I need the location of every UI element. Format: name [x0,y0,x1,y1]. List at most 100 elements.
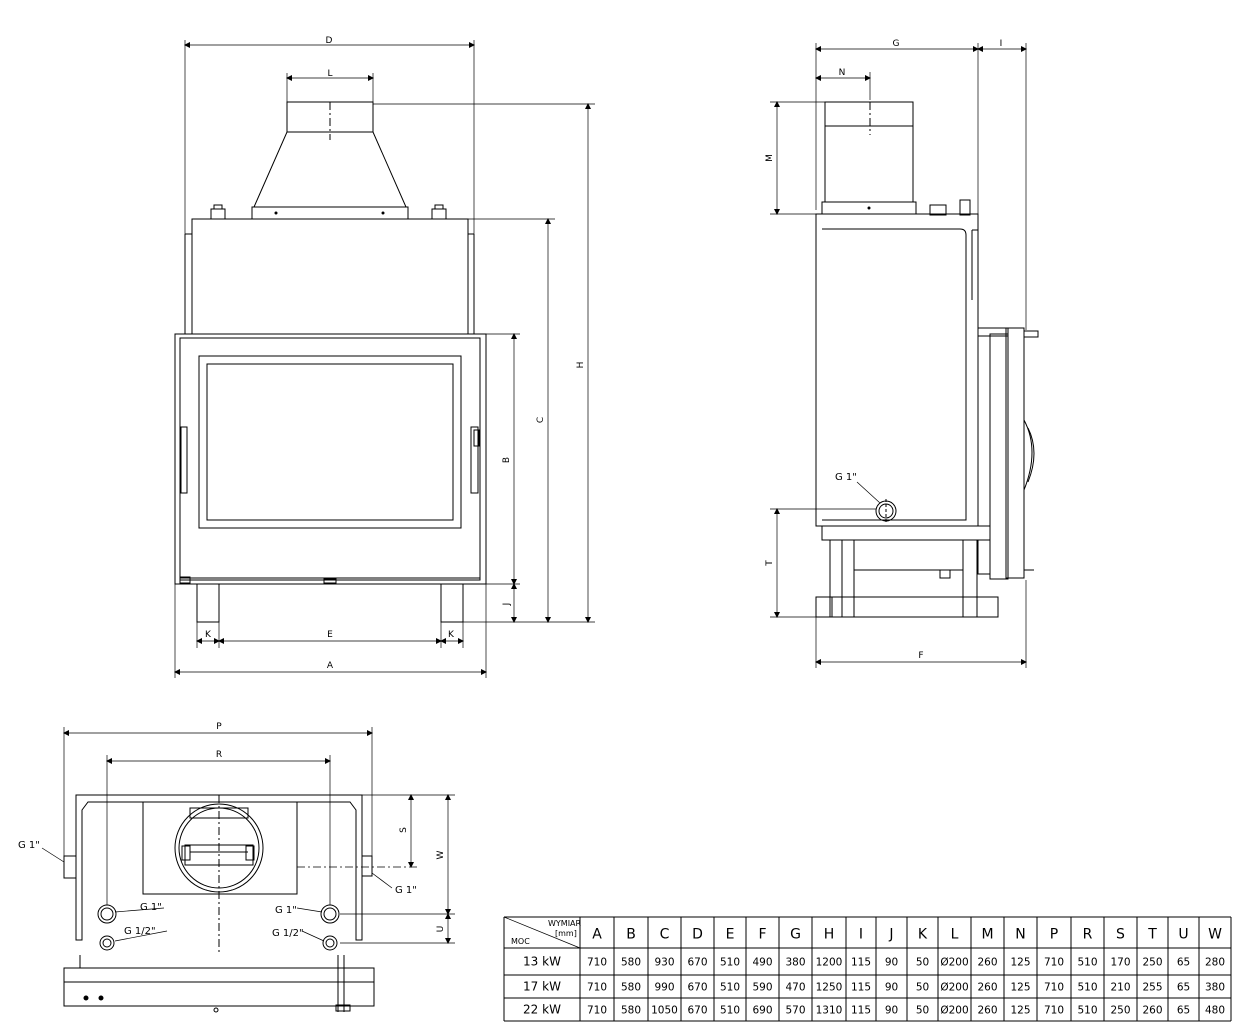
table-cell: 510 [1077,982,1097,994]
table-row-label: 22 kW [523,1003,561,1017]
dim-label-n: N [839,68,846,78]
table-cell: 65 [1177,982,1190,994]
table-cell: 260 [977,982,997,994]
conn-label-top-right-g1: G 1" [395,885,417,896]
table-cell: 510 [720,957,740,969]
table-cell: 510 [720,1005,740,1017]
table-corner-top: WYMIAR [548,919,582,928]
table-cell: 170 [1110,957,1130,969]
dim-label-h: H [576,362,586,369]
table-cell: 990 [654,982,674,994]
table-header-cell: G [790,927,801,943]
dim-label-f: F [918,651,923,661]
table-corner-diagonal [503,916,581,949]
top-view-dimensions [41,727,455,944]
dim-label-k-left: K [205,630,212,640]
table-cell: 250 [1110,1005,1130,1017]
table-header-cell: K [918,927,928,943]
table-header-cell: T [1147,927,1157,943]
table-cell: Ø200 [940,982,968,994]
conn-label-inner-right-g12: G 1/2" [272,928,304,939]
table-cell: 710 [587,1005,607,1017]
table-cell: 260 [977,1005,997,1017]
table-cell: 1250 [816,982,843,994]
table-header-cell: H [824,927,835,943]
table-cell: 210 [1110,982,1130,994]
conn-label-inner-left-g12: G 1/2" [124,926,156,937]
table-cell: 580 [621,982,641,994]
dim-label-m: M [765,154,775,162]
table-cell: 1200 [816,957,843,969]
dim-label-i: I [1000,39,1003,49]
dim-label-k-right: K [448,630,455,640]
table-cell: 510 [1077,957,1097,969]
table-cell: 115 [851,957,871,969]
table-cell: 580 [621,1005,641,1017]
table-corner-unit: [mm] [555,929,577,938]
table-cell: Ø200 [940,957,968,969]
table-cell: 490 [752,957,772,969]
table-cell: 580 [621,957,641,969]
table-cell: 670 [687,957,707,969]
table-cell: 260 [1142,1005,1162,1017]
table-header-cell: R [1083,927,1093,943]
table-header-cell: D [692,927,703,943]
conn-label-top-left-g1: G 1" [18,840,40,851]
side-view-dimensions [770,43,1027,668]
table-cell: 65 [1177,1005,1190,1017]
table-cell: 380 [785,957,805,969]
table-cell: 1050 [651,1005,678,1017]
table-header-cell: M [981,927,993,943]
table-cell: 510 [720,982,740,994]
table-cell: 90 [885,1005,898,1017]
table-header-cell: P [1050,927,1058,943]
table-cell: 710 [1044,1005,1064,1017]
dim-label-u: U [436,926,446,933]
table-cell: 255 [1142,982,1162,994]
table-cell: 470 [785,982,805,994]
table-cell: 90 [885,957,898,969]
table-header-cell: I [859,927,863,943]
front-view [174,101,487,623]
table-cell: 510 [1077,1005,1097,1017]
table-cell: 570 [785,1005,805,1017]
dim-label-s: S [399,827,409,833]
table-cell: 930 [654,957,674,969]
conn-label-side-g1: G 1" [835,472,857,483]
table-cell: 115 [851,982,871,994]
front-view-dimensions [174,40,595,678]
table-cell: 125 [1010,957,1030,969]
table-cell: 125 [1010,982,1030,994]
table-row-label: 13 kW [523,955,561,969]
table-cell: 260 [977,957,997,969]
table-cell: 710 [587,982,607,994]
dimension-labels: D L H C B J K E K A G I N M T F P R S W … [205,36,1002,932]
table-header-cell: U [1178,927,1188,943]
dim-label-a: A [327,661,334,671]
table-cell: 115 [851,1005,871,1017]
side-view [815,101,1039,618]
table-header-cell: S [1116,927,1125,943]
table-cell: 280 [1205,957,1225,969]
table-cell: 380 [1205,982,1225,994]
dim-label-l: L [327,69,332,79]
table-header-cell: C [660,927,670,943]
table-cell: 1310 [816,1005,843,1017]
table-cell: 50 [916,1005,929,1017]
conn-label-inner-right-g1: G 1" [275,905,297,916]
table-cell: 670 [687,1005,707,1017]
table-cell: 480 [1205,1005,1225,1017]
top-view [63,794,375,1013]
table-header-cell: J [888,927,893,943]
table-cell: 90 [885,982,898,994]
table-cell: 50 [916,957,929,969]
dim-label-g: G [893,39,900,49]
dim-label-j: J [502,603,512,607]
table-header-cell: E [726,927,735,943]
dim-label-c: C [536,417,546,423]
table-cell: 690 [752,1005,772,1017]
table-header-cell: B [626,927,636,943]
table-cell: 590 [752,982,772,994]
